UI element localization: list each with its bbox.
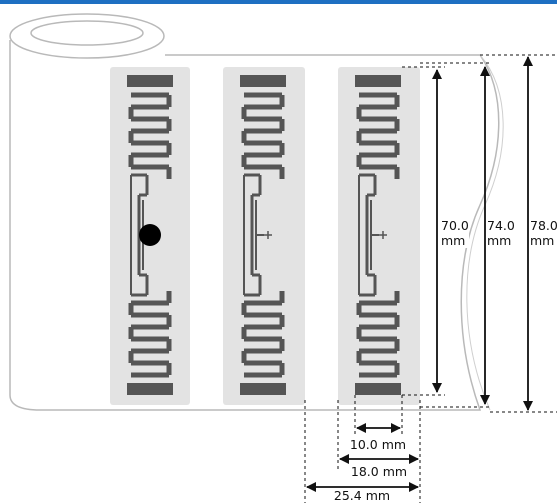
width-10-label: 10.0 mm — [350, 437, 406, 452]
width-18-label: 18.0 mm — [351, 464, 407, 479]
rfid-chip — [139, 224, 161, 246]
top-accent-bar — [0, 0, 557, 4]
height-74-value: 74.0 — [487, 218, 515, 233]
extension-lines — [304, 54, 557, 503]
vertical-dimensions — [432, 56, 533, 411]
antenna-1 — [127, 75, 173, 395]
horizontal-dimensions — [306, 423, 419, 492]
roll-core — [30, 20, 144, 46]
height-78-unit: mm — [530, 233, 554, 248]
width-25-label: 25.4 mm — [334, 488, 390, 503]
height-78-value: 78.0 — [530, 218, 557, 233]
height-74-unit: mm — [487, 233, 511, 248]
height-70-unit: mm — [441, 233, 465, 248]
antenna-3 — [355, 75, 401, 395]
height-70-value: 70.0 — [441, 218, 469, 233]
antenna-2 — [240, 75, 286, 395]
